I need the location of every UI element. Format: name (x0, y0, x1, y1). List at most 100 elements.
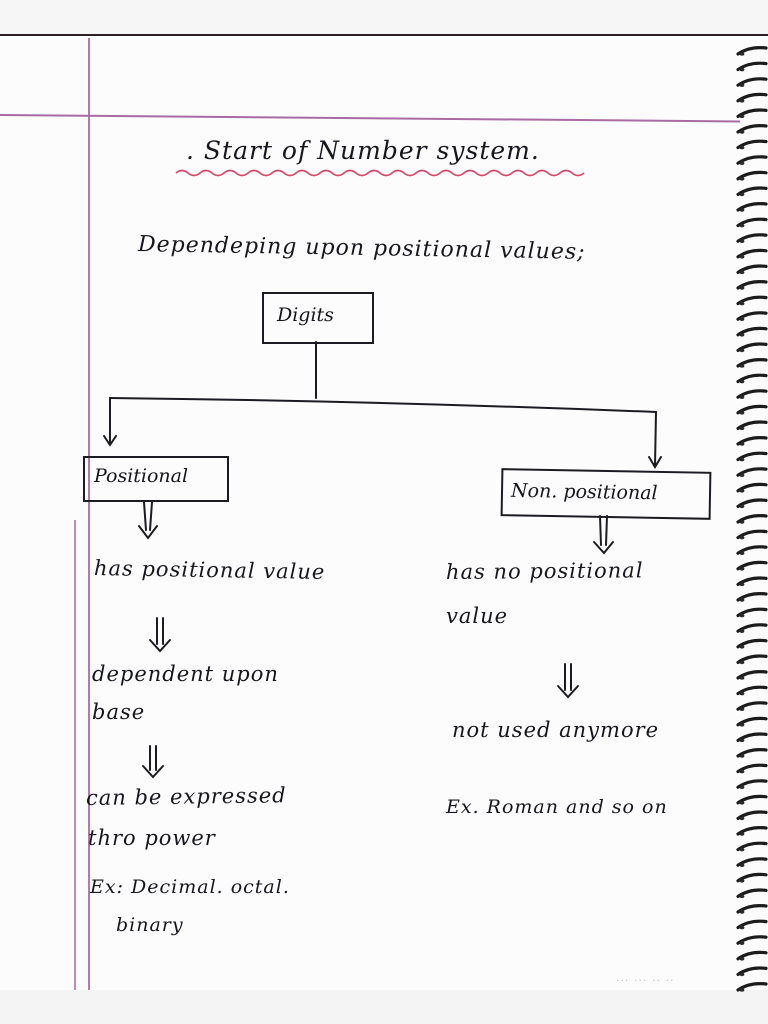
spiral-coil (736, 685, 768, 696)
binding-hole (739, 723, 745, 727)
spiral-coil (736, 373, 768, 384)
binding-hole (739, 551, 745, 555)
right-drop-arrowhead (648, 456, 662, 469)
positional-note-3: base (92, 700, 146, 724)
binding-hole (739, 754, 745, 758)
positional-note-1: has positional value (93, 556, 326, 585)
spiral-coil (736, 545, 768, 555)
binding-hole (739, 504, 745, 509)
binding-hole (739, 738, 745, 743)
spiral-coil (736, 186, 768, 196)
spiral-coil (736, 529, 768, 540)
spiral-coil (736, 498, 768, 508)
binding-hole (739, 52, 745, 56)
right-double-arrow (557, 663, 579, 699)
binding-hole (739, 832, 745, 836)
branch-bar (109, 397, 657, 413)
binding-hole (739, 145, 745, 150)
binding-hole (739, 598, 745, 602)
binding-hole (739, 255, 745, 259)
spiral-coil (736, 326, 768, 337)
spiral-coil (736, 77, 768, 87)
spiral-coil (736, 170, 768, 181)
binding-hole (739, 442, 745, 446)
left-drop-arrowhead (103, 435, 117, 447)
spiral-coil (736, 514, 768, 524)
page-title: . Start of Number system. (186, 136, 540, 165)
left-double-arrow-2 (142, 745, 164, 779)
spiral-coil (736, 716, 768, 727)
spiral-coil (736, 576, 768, 586)
binding-hole (739, 67, 745, 72)
left-double-arrow-1 (149, 617, 171, 653)
binding-hole (739, 426, 745, 431)
spiral-coil (736, 748, 768, 758)
binding-hole (739, 520, 745, 524)
spiral-coil (736, 451, 768, 462)
binding-hole (739, 863, 745, 867)
binding-hole (739, 567, 745, 571)
spiral-coil (736, 654, 768, 664)
spiral-coil (736, 794, 768, 805)
spiral-coil (736, 670, 768, 680)
digits-label: Digits (277, 304, 334, 326)
binding-hole (739, 379, 745, 384)
binding-hole (739, 411, 745, 415)
binding-hole (739, 99, 745, 103)
binding-hole (739, 177, 745, 181)
spiral-coil (736, 92, 768, 103)
binding-hole (739, 364, 745, 368)
binding-hole (739, 317, 745, 322)
binding-hole (739, 894, 745, 899)
margin-rule-lower (74, 520, 76, 990)
binding-hole (739, 161, 745, 165)
positional-arrow (138, 501, 158, 540)
binding-hole (739, 847, 745, 852)
binding-hole (739, 691, 745, 696)
binding-hole (739, 301, 745, 306)
binding-hole (739, 239, 745, 243)
non-positional-example: Ex. Roman and so on (446, 796, 668, 818)
spiral-coil (736, 46, 768, 56)
spiral-coil (736, 935, 768, 945)
binding-hole (739, 83, 745, 87)
binding-hole (739, 660, 745, 665)
spiral-coil (736, 872, 768, 883)
spiral-coil (736, 295, 768, 306)
spiral-coil (736, 904, 768, 914)
binding-hole (739, 972, 745, 977)
spiral-coil (736, 982, 768, 992)
binding-hole (739, 348, 745, 353)
spiral-coil (736, 436, 768, 446)
binding-hole (739, 957, 745, 961)
positional-example: Ex: Decimal. octal. (90, 876, 290, 898)
positional-example-cont: binary (116, 914, 184, 936)
binding-hole (739, 270, 745, 275)
binding-hole (739, 192, 745, 197)
binding-hole (739, 816, 745, 821)
positional-note-5: thro power (88, 826, 216, 850)
spiral-coil (736, 124, 768, 134)
spiral-coil (736, 202, 768, 212)
binding-hole (739, 785, 745, 789)
spiral-coil (736, 763, 768, 774)
spiral-coil (736, 155, 768, 165)
binding-hole (739, 676, 745, 680)
spiral-coil (736, 592, 768, 602)
binding-hole (739, 941, 745, 945)
right-drop (654, 411, 657, 467)
spiral-coil (736, 467, 768, 477)
spiral-coil (736, 311, 768, 321)
spiral-coil (736, 342, 768, 352)
binding-hole (739, 286, 745, 290)
non-positional-label: Non. positional (510, 479, 658, 505)
binding-hole (739, 208, 745, 212)
binding-hole (739, 489, 745, 493)
spiral-coil (736, 233, 768, 243)
binding-hole (739, 535, 745, 540)
binding-hole (739, 114, 745, 119)
spiral-coil (736, 607, 768, 618)
binding-hole (739, 910, 745, 914)
binding-hole (739, 223, 745, 228)
